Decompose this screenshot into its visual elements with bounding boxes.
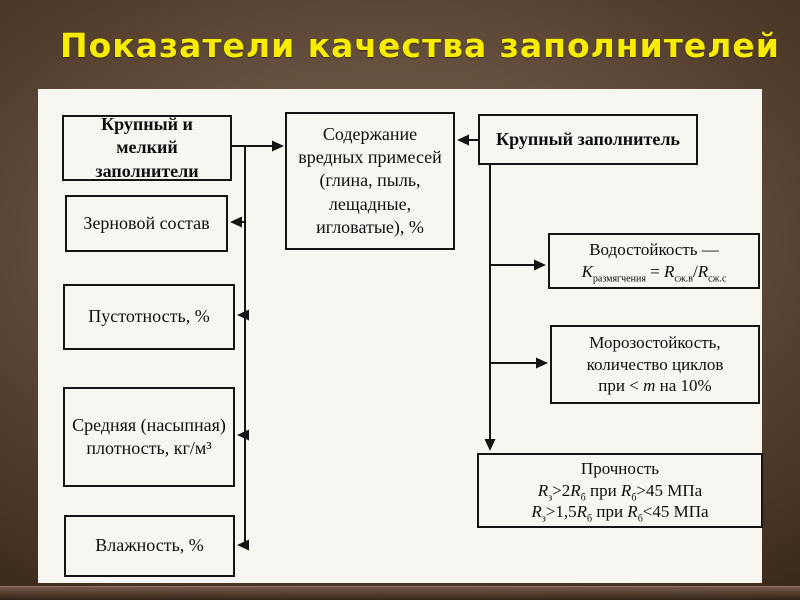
frost-line1: Морозостойкость, xyxy=(589,332,721,352)
water-resistance-formula: Кразмягчения = Rсж.в/Rсж.с xyxy=(581,261,727,285)
formula-eq: = xyxy=(645,262,665,281)
box-coarse-and-fine-aggregates: Крупный и мелкий заполнители xyxy=(62,114,232,181)
formula-r2: R xyxy=(697,262,709,281)
s2-mid: при xyxy=(585,480,621,500)
frost-line2: количество циклов xyxy=(586,354,724,374)
box-frost-resistance: Морозостойкость, количество циклов при <… xyxy=(550,325,760,404)
s2-r3: R xyxy=(620,480,632,500)
formula-k-sub: размягчения xyxy=(592,273,646,285)
s3-mid: при xyxy=(592,502,628,522)
box-water-resistance: Водостойкость — Кразмягчения = Rсж.в/Rсж… xyxy=(548,233,760,289)
s2-r1-sub: з xyxy=(548,492,553,504)
box-bulk-density: Средняя (насыпная) плотность, кг/м³ xyxy=(63,387,235,487)
box-harmful-impurities: Содержание вредных примесей (глина, пыль… xyxy=(285,112,455,250)
box-grain-composition: Зерновой состав xyxy=(65,195,228,252)
s3-r2-sub: б xyxy=(587,513,593,525)
s3-tail: <45 МПа xyxy=(642,502,709,522)
water-resistance-label: Водостойкость — xyxy=(589,240,719,260)
box-moisture: Влажность, % xyxy=(64,515,235,577)
s3-op1: >1,5 xyxy=(545,502,577,522)
s3-r2: R xyxy=(576,502,587,522)
frost-line3-var: m xyxy=(643,376,656,396)
formula-r1-sub: сж.в xyxy=(674,273,693,285)
s3-r1: R xyxy=(531,502,542,522)
box-coarse-aggregate: Крупный заполнитель xyxy=(478,114,698,165)
formula-slash: / xyxy=(692,262,698,281)
s2-r2: R xyxy=(570,480,581,500)
slide-title: Показатели качества заполнителей xyxy=(60,26,780,65)
strength-title: Прочность xyxy=(580,458,660,478)
formula-r1: R xyxy=(664,262,675,281)
bottom-bar xyxy=(0,586,800,600)
s2-r1: R xyxy=(537,480,549,500)
s2-tail: >45 МПа xyxy=(636,480,703,500)
formula-k: К xyxy=(581,262,593,281)
formula-r2-sub: сж.с xyxy=(708,273,727,285)
box-strength: Прочность Rз>2Rб при Rб>45 МПа Rз>1,5Rб … xyxy=(477,453,763,528)
frost-line3-pre: при < xyxy=(598,376,644,396)
s3-r1-sub: з xyxy=(541,513,546,525)
s2-op1: >2 xyxy=(552,480,571,500)
s3-r3-sub: б xyxy=(637,513,643,525)
strength-line3: Rз>1,5Rб при Rб<45 МПа xyxy=(531,501,709,525)
s2-r2-sub: б xyxy=(580,492,586,504)
strength-line2: Rз>2Rб при Rб>45 МПа xyxy=(531,480,708,504)
box-voidage: Пустотность, % xyxy=(63,284,235,350)
frost-line3-post: на 10% xyxy=(655,376,712,396)
s3-r3: R xyxy=(627,502,638,522)
s2-r3-sub: б xyxy=(631,492,637,504)
frost-line3: при < m на 10% xyxy=(587,375,724,397)
